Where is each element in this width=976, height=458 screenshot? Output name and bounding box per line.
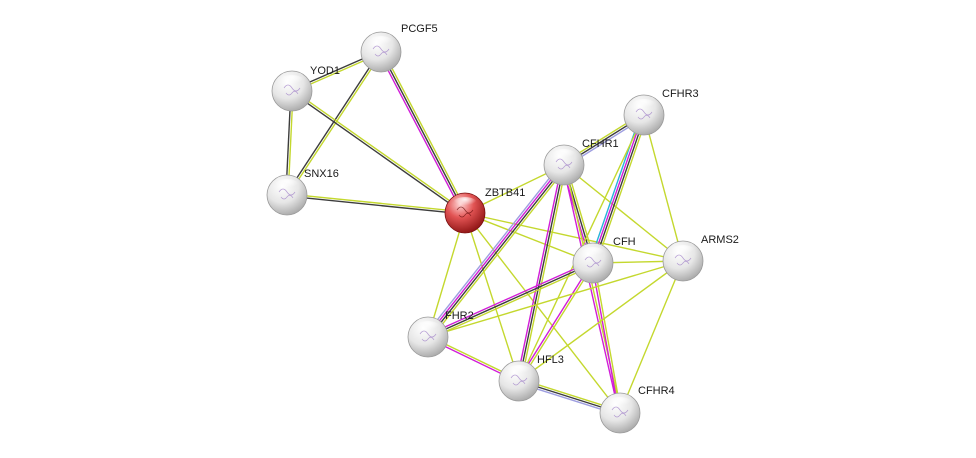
node-highlight bbox=[416, 321, 440, 333]
node-highlight bbox=[671, 245, 695, 257]
node-highlight bbox=[453, 197, 477, 209]
edge-cfhr1-fhr2 bbox=[424, 162, 568, 340]
edge-strand-textmining bbox=[519, 263, 595, 382]
edge-strand-experiments bbox=[591, 263, 620, 414]
edge-strand-textmining bbox=[464, 212, 594, 264]
edge-zbtb41-fhr2 bbox=[427, 212, 466, 338]
edge-strand-coexpression bbox=[286, 195, 465, 215]
node-highlight bbox=[280, 75, 304, 87]
edge-cfh-cfhr4 bbox=[591, 262, 622, 414]
edge-strand-experiments bbox=[516, 164, 563, 381]
node-fhr2[interactable]: FHR2 bbox=[407, 310, 474, 358]
edge-strand-experiments bbox=[562, 165, 620, 414]
edge-strand-textmining bbox=[520, 165, 567, 382]
edge-strand-experiments bbox=[426, 260, 593, 336]
node-highlight bbox=[581, 247, 605, 259]
edge-strand-coexpression bbox=[593, 115, 646, 264]
node-cfhr4[interactable]: CFHR4 bbox=[599, 385, 675, 434]
edge-cfh-hfl3 bbox=[517, 262, 595, 382]
node-label: PCGF5 bbox=[401, 23, 438, 35]
edge-strand-textmining bbox=[563, 164, 684, 262]
node-cfhr3[interactable]: CFHR3 bbox=[623, 88, 699, 136]
node-label: FHR2 bbox=[445, 310, 474, 322]
edge-strand-coexpression bbox=[518, 164, 565, 382]
node-cfh[interactable]: CFH bbox=[572, 236, 636, 284]
edge-strand-textmining bbox=[427, 260, 684, 338]
edge-cfh-fhr2 bbox=[426, 260, 595, 340]
edge-strand-textmining bbox=[292, 89, 467, 213]
edge-strand-experiments bbox=[591, 114, 644, 263]
edge-strand-coexpression bbox=[427, 262, 594, 338]
node-arms2[interactable]: ARMS2 bbox=[662, 234, 739, 282]
node-highlight bbox=[608, 397, 632, 409]
edge-arms2-hfl3 bbox=[518, 260, 684, 382]
edge-strand-textmining bbox=[427, 212, 466, 338]
node-highlight bbox=[369, 36, 393, 48]
edge-strand-textmining bbox=[593, 262, 622, 413]
node-label: YOD1 bbox=[310, 65, 340, 77]
edge-arms2-fhr2 bbox=[427, 260, 684, 338]
edge-strand-textmining bbox=[464, 212, 520, 382]
edge-cfhr1-arms2 bbox=[563, 164, 684, 262]
edge-strand-textmining bbox=[287, 52, 383, 196]
edge-strand-textmining bbox=[464, 212, 684, 262]
edge-layer bbox=[285, 50, 684, 416]
node-pcgf5[interactable]: PCGF5 bbox=[360, 23, 438, 73]
node-label: ZBTB41 bbox=[485, 187, 525, 199]
edge-pcgf5-zbtb41 bbox=[378, 50, 468, 215]
edge-strand-textmining bbox=[287, 193, 466, 213]
edge-strand-experiments bbox=[426, 163, 564, 337]
edge-strand-experiments bbox=[378, 52, 464, 215]
edge-strand-textmining bbox=[619, 260, 684, 414]
edge-strand-experiments bbox=[517, 262, 593, 381]
node-cfhr1[interactable]: CFHR1 bbox=[543, 138, 619, 186]
node-zbtb41[interactable]: ZBTB41 bbox=[444, 187, 525, 234]
node-label: CFHR4 bbox=[638, 385, 675, 397]
node-yod1[interactable]: YOD1 bbox=[271, 65, 340, 112]
edge-zbtb41-hfl3 bbox=[464, 212, 520, 382]
node-snx16[interactable]: SNX16 bbox=[266, 168, 339, 216]
edge-strand-textmining bbox=[595, 115, 648, 265]
node-label: HFL3 bbox=[537, 354, 564, 366]
node-label: SNX16 bbox=[304, 168, 339, 180]
edge-zbtb41-cfhr4 bbox=[464, 212, 621, 414]
edge-strand-textmining bbox=[643, 114, 684, 262]
edge-cfhr1-hfl3 bbox=[516, 164, 567, 382]
edge-strand-coexpression bbox=[285, 51, 381, 195]
node-label: CFH bbox=[613, 236, 636, 248]
node-highlight bbox=[552, 149, 576, 161]
node-highlight bbox=[275, 179, 299, 191]
edge-strand-homology bbox=[424, 162, 562, 336]
node-hfl3[interactable]: HFL3 bbox=[498, 354, 564, 402]
edge-arms2-cfhr4 bbox=[619, 260, 684, 414]
edge-zbtb41-cfh bbox=[464, 212, 594, 264]
edge-strand-coexpression bbox=[380, 51, 466, 214]
node-highlight bbox=[507, 365, 531, 377]
edge-yod1-zbtb41 bbox=[290, 89, 467, 215]
edge-strand-textmining bbox=[464, 212, 621, 414]
edge-pcgf5-snx16 bbox=[285, 51, 383, 196]
edge-cfhr3-arms2 bbox=[643, 114, 684, 262]
edge-strand-coexpression bbox=[290, 91, 465, 215]
node-label: CFHR1 bbox=[582, 138, 619, 150]
edge-strand-textmining bbox=[430, 166, 568, 340]
node-label: ARMS2 bbox=[701, 234, 739, 246]
node-label: CFHR3 bbox=[662, 88, 699, 100]
edge-strand-textmining bbox=[428, 264, 595, 340]
edge-strand-textmining bbox=[518, 260, 684, 382]
edge-strand-coexpression bbox=[428, 165, 566, 339]
edge-snx16-zbtb41 bbox=[286, 193, 466, 215]
node-highlight bbox=[632, 99, 656, 111]
edge-zbtb41-arms2 bbox=[464, 212, 684, 262]
edge-strand-textmining bbox=[382, 50, 468, 213]
